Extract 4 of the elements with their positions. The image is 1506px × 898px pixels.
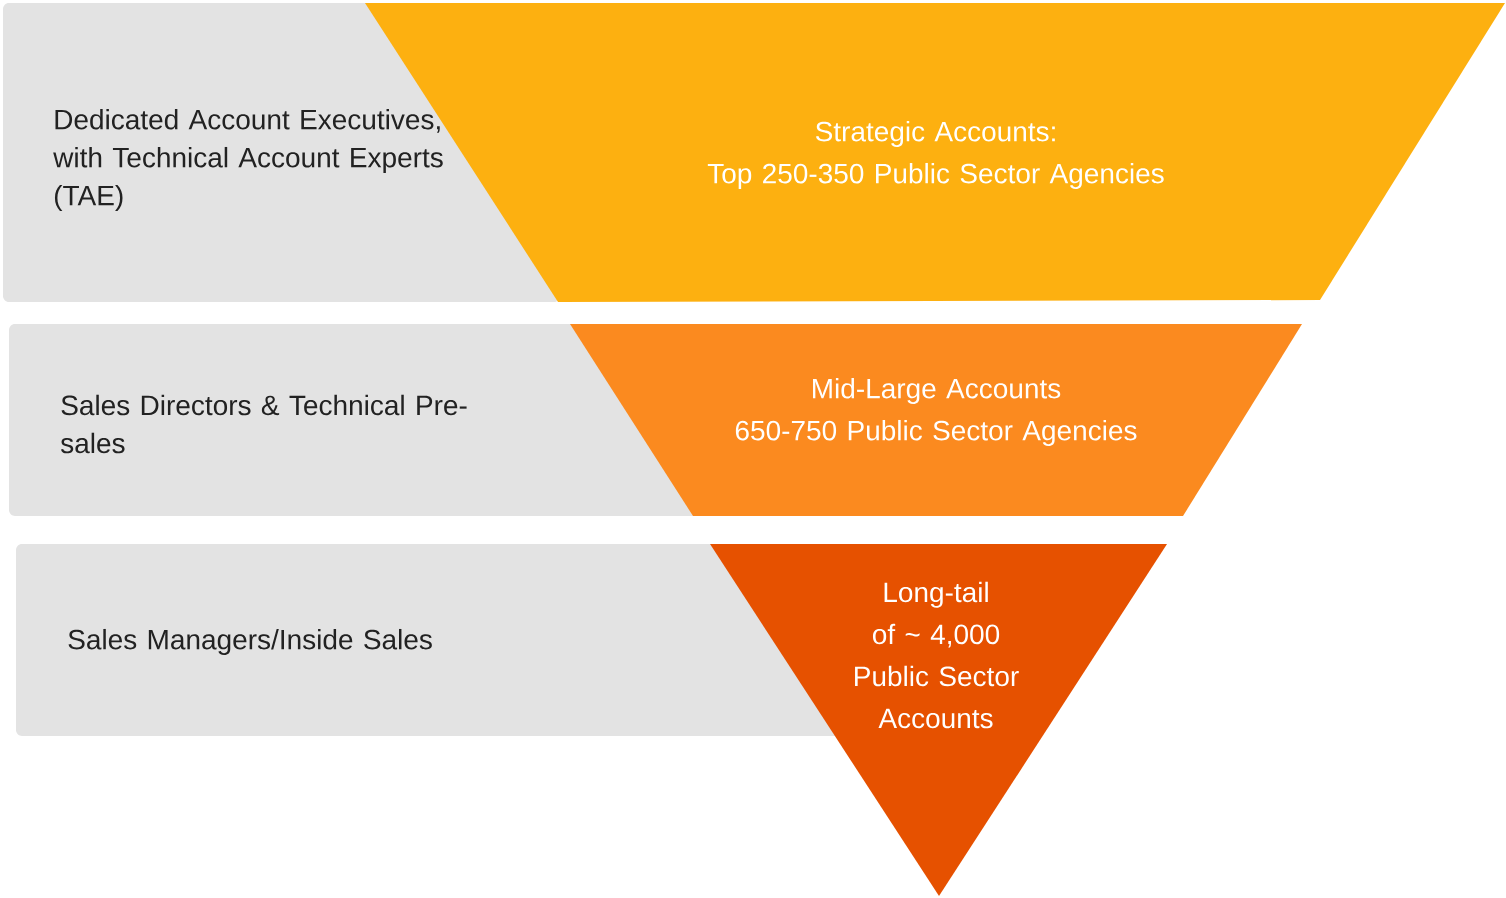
- label-band: Sales Managers/Inside Sales: [16, 544, 840, 736]
- funnel-tier: Mid-Large Accounts 650-750 Public Sector Agencies: [570, 324, 1302, 516]
- funnel-tier: Long-tail of ~ 4,000 Public Sector Accounts: [710, 544, 1167, 896]
- label-band: Sales Directors & Technical Pre-sales: [9, 324, 700, 516]
